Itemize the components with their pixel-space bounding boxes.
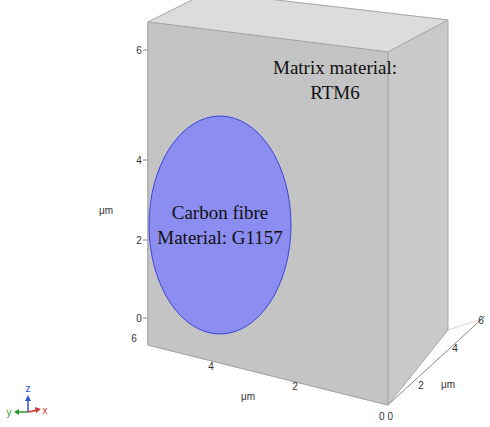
node-text: Matrix material: RTM6 <box>250 55 420 105</box>
fibre-ellipse-shape <box>148 115 292 335</box>
axis-tick-label: 0 <box>136 313 142 324</box>
axis-tick-label: 4 <box>136 155 142 166</box>
axis-triad-label: x <box>43 405 48 416</box>
fibre-ellipse: Carbon fibre Material: G1157 <box>148 115 292 335</box>
axis-tick-label: 2 <box>292 381 298 392</box>
axis-tick-label: 2 <box>418 380 424 391</box>
axis-tick-label: μm <box>241 391 255 402</box>
axis-triad-label: z <box>26 383 31 394</box>
axis-tick-label: μm <box>441 379 455 390</box>
axis-tick-label: 6 <box>131 333 137 344</box>
axis-tick-label: 2 <box>136 235 142 246</box>
axis-tick-label: 4 <box>452 343 458 354</box>
axis-tick-label: 0 0 <box>379 411 393 422</box>
matrix-cube: Matrix material: RTM6Carbon fibre Materi… <box>148 0 448 410</box>
axis-tick-label: 4 <box>208 361 214 372</box>
axis-triad-label: y <box>7 407 12 418</box>
node-text: Carbon fibre Material: G1157 <box>157 200 283 250</box>
axis-tick-label: 6 <box>478 315 484 326</box>
axis-tick-label: μm <box>99 205 113 216</box>
axis-tick-label: 6 <box>136 45 142 56</box>
